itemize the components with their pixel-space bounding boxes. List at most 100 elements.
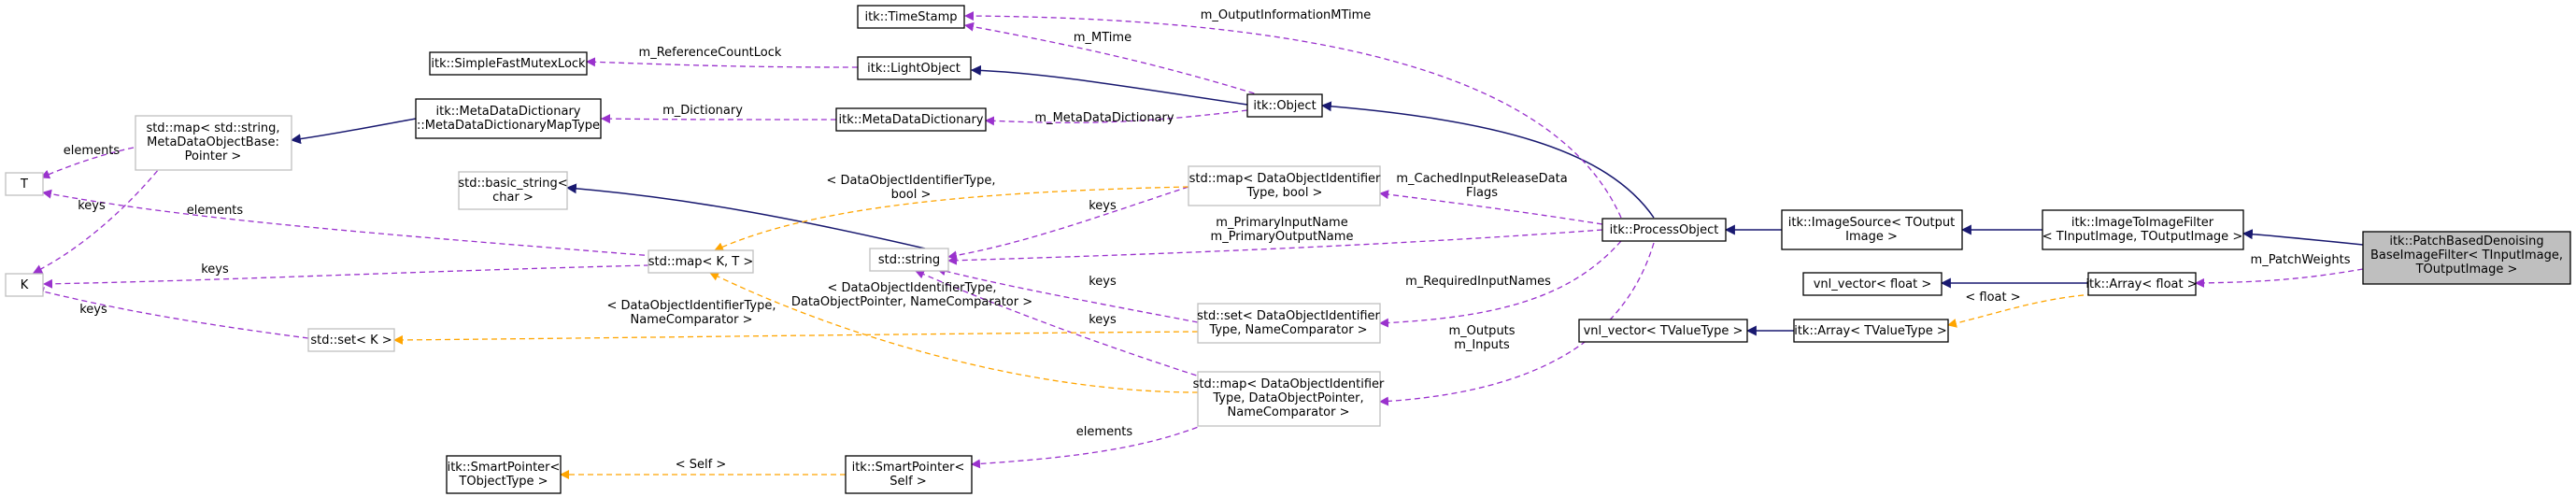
node-itk-simple-fast-mutex-lock[interactable]: itk::SimpleFastMutexLock (429, 51, 588, 76)
edge-keys-map-k (33, 163, 164, 274)
text-line: m_MTime (1074, 31, 1131, 45)
text-line: Type, bool > (1246, 186, 1323, 200)
node-std-map-string-metadataobject[interactable]: std::map< std::string,MetaDataObjectBase… (135, 115, 292, 171)
edge-label-setk-to-setnoc: < DataObjectIdentifierType,NameComparato… (607, 299, 776, 327)
node-itk-time-stamp[interactable]: itk::TimeStamp (857, 5, 965, 29)
node-itk-array-tvaluetype[interactable]: itk::Array< TValueType > (1793, 319, 1949, 343)
edge-dictionary (601, 114, 837, 124)
text-line: std::set< DataObjectIdentifier (1197, 309, 1380, 323)
text-line: std::map< K, T > (648, 255, 754, 269)
text-line: keys (1089, 275, 1117, 289)
text-line: m_Dictionary (662, 104, 743, 118)
edge-required-input-names (1379, 240, 1622, 328)
node-itk-array-float[interactable]: itk::Array< float > (2085, 272, 2198, 296)
text-line: std::map< DataObjectIdentifier (1189, 172, 1381, 186)
text-line: m_MetaDataDictionary (1034, 111, 1174, 125)
text-line: itk::Array< float > (2085, 277, 2197, 291)
node-vnl-vector-float[interactable]: vnl_vector< float > (1802, 272, 1943, 296)
text-line: m_ReferenceCountLock (639, 46, 782, 60)
svg-text:std::map< DataObjectIdentifier: std::map< DataObjectIdentifierType, Data… (1193, 377, 1385, 419)
text-line: BaseImageFilter< TInputImage, (2370, 248, 2563, 263)
node-itk-smart-pointer-self[interactable]: itk::SmartPointer<Self > (845, 455, 973, 494)
edge-keys-setk-k (35, 287, 309, 339)
text-line: keys (78, 199, 106, 213)
edge-label-keys-string-mapbool: keys (1089, 199, 1117, 213)
edge-output-info-mtime (964, 11, 1622, 219)
edge-primary-names (947, 229, 1603, 265)
text-line: itk::Object (1253, 99, 1316, 113)
svg-text:vnl_vector< TValueType >: vnl_vector< TValueType > (1584, 324, 1743, 338)
edge-elements-map-t (40, 147, 135, 179)
node-itk-meta-data-dictionary-map-type[interactable]: itk::MetaDataDictionary::MetaDataDiction… (415, 98, 602, 139)
text-line: itk::ImageSource< TOutput (1788, 216, 1955, 230)
text-line: ::MetaDataDictionaryMapType (417, 119, 600, 133)
node-itk-smart-pointer-tobjecttype[interactable]: itk::SmartPointer<TObjectType > (446, 455, 562, 494)
node-std-set-k[interactable]: std::set< K > (307, 328, 395, 352)
node-std-basic-string[interactable]: std::basic_string<char > (458, 171, 568, 210)
text-line: std::map< std::string, (146, 121, 279, 135)
svg-text:itk::Array< TValueType >: itk::Array< TValueType > (1794, 324, 1947, 338)
edge-label-patch-weights: m_PatchWeights (2251, 253, 2351, 267)
edge-patchbased-inherits-imagetoimage (2242, 229, 2364, 246)
node-std-map-k-t[interactable]: std::map< K, T > (648, 249, 754, 274)
edge-elements-dop (971, 419, 1216, 469)
text-line: < float > (1965, 291, 2020, 305)
text-line: itk::ProcessObject (1610, 223, 1719, 237)
node-std-string[interactable]: std::string (869, 248, 949, 272)
svg-text:itk::ImageSource< TOutputImage: itk::ImageSource< TOutputImage > (1788, 216, 1955, 244)
edge-patch-weights (2195, 268, 2364, 288)
text-line: itk::MetaDataDictionary (839, 113, 984, 127)
edge-keys-string-mapbool (947, 186, 1189, 261)
text-line: DataObjectPointer, NameComparator > (791, 295, 1032, 309)
text-line: m_RequiredInputNames (1405, 275, 1551, 289)
edge-mapkt-to-mapbool (714, 186, 1189, 251)
edge-stdstring-inherits-basicstring (565, 183, 926, 249)
text-line: m_OutputInformationMTime (1201, 8, 1372, 22)
node-itk-process-object[interactable]: itk::ProcessObject (1601, 218, 1727, 242)
text-line: < TInputImage, TOutputImage > (2042, 230, 2242, 244)
text-line: < DataObjectIdentifierType, (828, 281, 997, 295)
node-itk-object[interactable]: itk::Object (1246, 93, 1323, 118)
svg-text:itk::LightObject: itk::LightObject (867, 62, 961, 76)
text-line: itk::SmartPointer< (852, 461, 965, 475)
text-line: itk::PatchBasedDenoising (2389, 234, 2543, 248)
text-line: < DataObjectIdentifierType, (607, 299, 776, 313)
text-line: itk::SmartPointer< (448, 461, 561, 475)
node-itk-image-to-image-filter[interactable]: itk::ImageToImageFilter< TInputImage, TO… (2042, 209, 2244, 250)
text-line: itk::TimeStamp (864, 10, 957, 24)
text-line: keys (79, 303, 107, 317)
text-line: Type, NameComparator > (1208, 323, 1367, 337)
node-itk-light-object[interactable]: itk::LightObject (857, 56, 972, 80)
edge-float (1947, 293, 2094, 328)
edge-mtime (964, 21, 1264, 97)
text-line: vnl_vector< TValueType > (1584, 324, 1743, 338)
edge-cached-input-release (1379, 190, 1603, 225)
text-line: elements (1076, 425, 1133, 439)
text-line: std::set< K > (310, 334, 391, 348)
text-line: Flags (1466, 186, 1498, 200)
text-line: Image > (1845, 230, 1898, 244)
edge-object-inherits-lightobject (970, 64, 1248, 106)
edge-label-required-input-names: m_RequiredInputNames (1405, 275, 1551, 289)
node-vnl-vector-tvaluetype[interactable]: vnl_vector< TValueType > (1578, 319, 1748, 343)
svg-text:itk::SimpleFastMutexLock: itk::SimpleFastMutexLock (431, 57, 586, 71)
text-line: m_Inputs (1454, 338, 1510, 352)
node-template-t[interactable]: T (5, 172, 44, 196)
node-itk-meta-data-dictionary[interactable]: itk::MetaDataDictionary (835, 107, 987, 132)
edge-label-mapkt-to-mapdop: < DataObjectIdentifierType,DataObjectPoi… (791, 281, 1032, 309)
node-template-k[interactable]: K (5, 273, 44, 297)
svg-text:itk::TimeStamp: itk::TimeStamp (864, 10, 957, 24)
svg-text:std::map< DataObjectIdentifier: std::map< DataObjectIdentifierType, bool… (1189, 172, 1381, 200)
edge-label-keys-map-k: keys (78, 199, 106, 213)
text-line: m_CachedInputReleaseData (1396, 172, 1567, 186)
text-line: std::string (878, 253, 940, 267)
